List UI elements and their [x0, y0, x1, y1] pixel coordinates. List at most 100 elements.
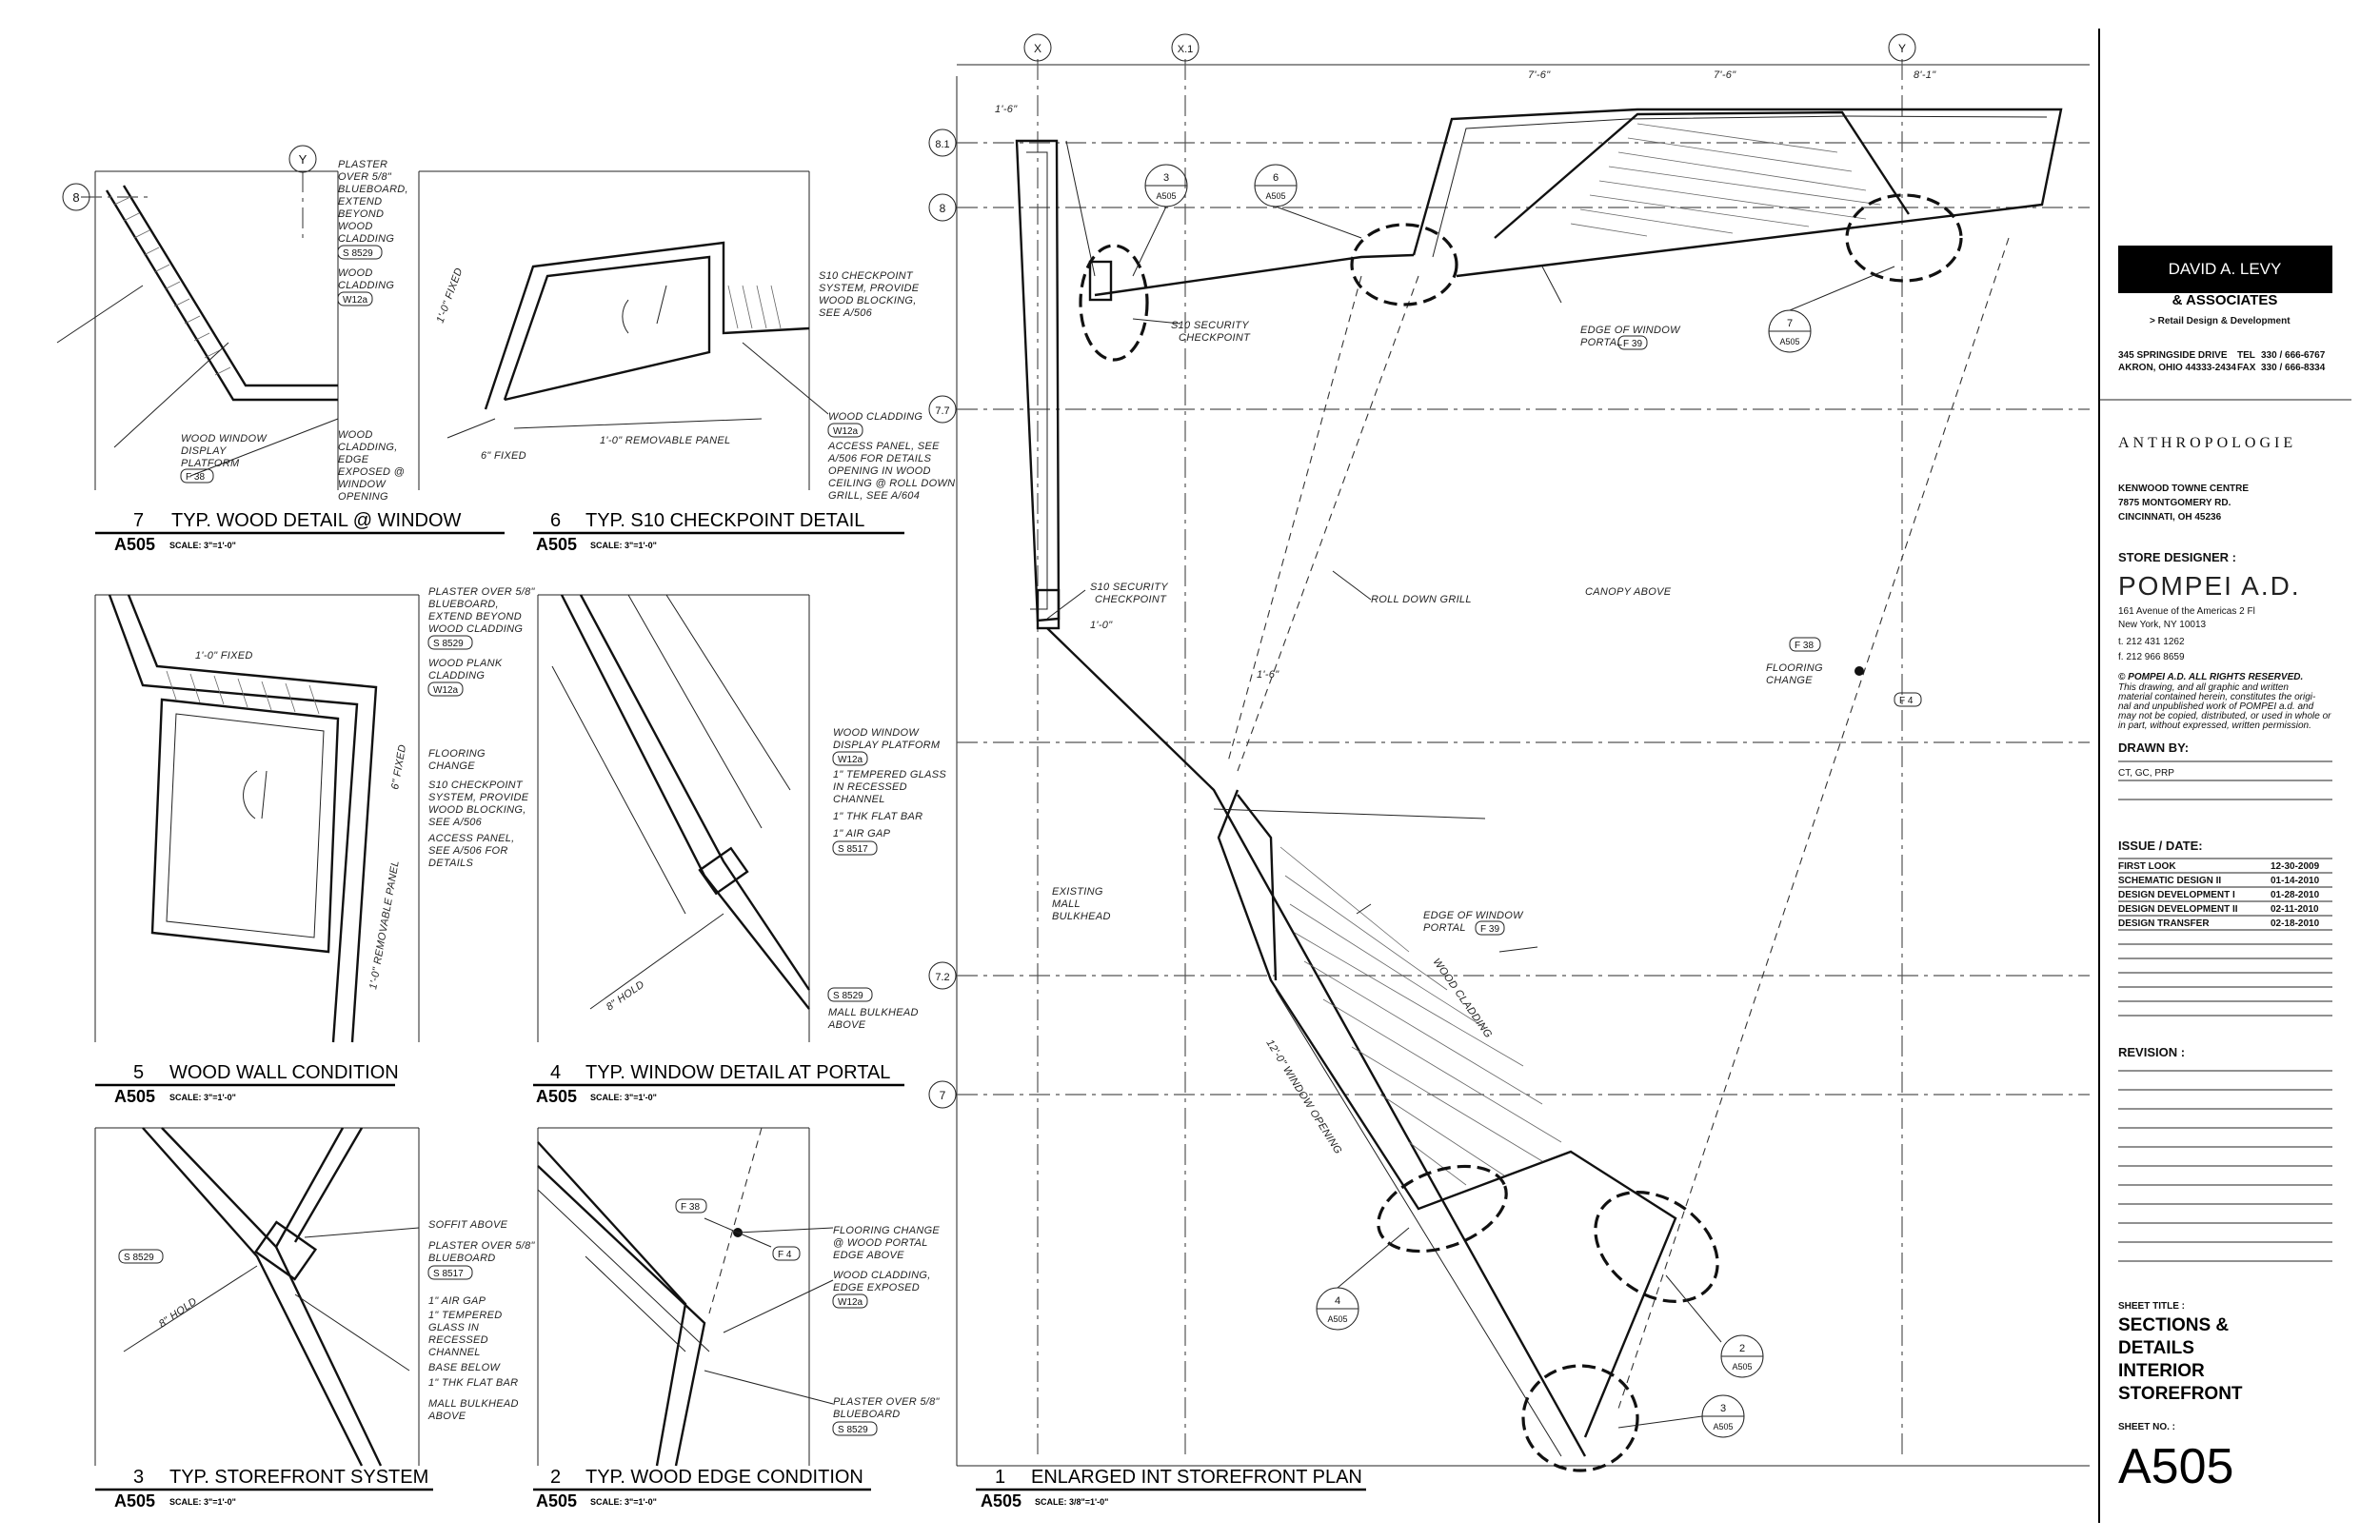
- detail-1-plan: 7'-6" 7'-6" 8'-1" X X.1 Y 8.1 8 7.7 7.2 …: [928, 33, 2090, 1510]
- detail-title: ENLARGED INT STOREFRONT PLAN: [1031, 1467, 1362, 1488]
- note: BLUEBOARD: [428, 1253, 496, 1264]
- tag-text: F 38: [186, 472, 205, 483]
- hatch: [727, 285, 782, 329]
- detail-number: 6: [550, 510, 561, 531]
- sheet-ref: A505: [536, 1087, 577, 1106]
- material-tag: [832, 1293, 868, 1309]
- detail-title: TYP. WOOD EDGE CONDITION: [585, 1467, 863, 1488]
- note: SOFFIT ABOVE: [428, 1219, 508, 1231]
- material-tag: [827, 423, 863, 438]
- revision-label: REVISION :: [2118, 1045, 2185, 1059]
- scale-note: SCALE: 3"=1'-0": [590, 1093, 657, 1102]
- grid-bubble: [288, 145, 317, 173]
- callout-sheet: A505: [1265, 191, 1285, 201]
- note: SEE A/506: [819, 307, 873, 319]
- sheet-ref: A505: [536, 1491, 577, 1510]
- wall-outline: [503, 255, 711, 402]
- tag-text: F 39: [1623, 339, 1642, 349]
- wall-outline: [161, 1127, 383, 1467]
- revision-cloud: [1594, 1191, 1719, 1303]
- wall-outline: [579, 594, 810, 991]
- wall-outline: [537, 1141, 687, 1467]
- sheet-number: A505: [2118, 1439, 2233, 1494]
- note: GLASS IN: [428, 1322, 479, 1333]
- leader: [704, 1217, 834, 1405]
- flooring-change-line: [708, 1127, 763, 1314]
- wall-outline: [105, 189, 338, 402]
- dim-text: 1'-0" REMOVABLE PANEL: [367, 859, 402, 990]
- note: FLOORING CHANGE: [833, 1225, 940, 1236]
- note: PLASTER: [338, 159, 387, 170]
- issue-name: DESIGN TRANSFER: [2118, 918, 2210, 929]
- note: DETAILS: [428, 858, 473, 869]
- note: 1" AIR GAP: [428, 1295, 486, 1307]
- note: CLADDING,: [338, 442, 398, 453]
- legal-text: This drawing, and all graphic and writte…: [2118, 682, 2289, 693]
- sheet-no-label: SHEET NO. :: [2118, 1422, 2175, 1432]
- tag-text: W12a: [838, 755, 863, 765]
- lower-storefront-wall: [1046, 627, 1587, 1457]
- callout-number: 2: [1739, 1343, 1745, 1354]
- note: WOOD: [338, 221, 373, 232]
- wall-outline: [484, 241, 810, 410]
- hatch: [113, 197, 231, 376]
- note: MALL: [1052, 898, 1081, 910]
- tag-text: F 38: [681, 1202, 700, 1213]
- firm-address: AKRON, OHIO 44333-2434: [2118, 363, 2236, 373]
- note: SYSTEM, PROVIDE: [428, 792, 529, 803]
- note: WOOD: [338, 267, 373, 279]
- note: BEYOND: [338, 208, 384, 220]
- tag-text: S 8529: [838, 1425, 868, 1435]
- note: CANOPY ABOVE: [1585, 586, 1672, 598]
- detail-3: S 8529 SOFFIT ABOVE PLASTER OVER 5/8" BL…: [94, 1127, 535, 1510]
- note: EDGE OF WINDOW: [1580, 325, 1681, 336]
- tag-text: S 8529: [833, 991, 863, 1001]
- note: PORTAL: [1580, 337, 1623, 348]
- designer-name: POMPEI A.D.: [2118, 571, 2301, 601]
- scale-note: SCALE: 3/8"=1'-0": [1035, 1497, 1108, 1507]
- window-portal: [1494, 110, 1911, 239]
- note: @ WOOD PORTAL: [833, 1237, 928, 1249]
- note: ACCESS PANEL, SEE: [827, 441, 940, 452]
- roll-down-grill-line: [1227, 275, 1362, 762]
- tag-text: F 4: [1899, 696, 1914, 706]
- note: WOOD BLOCKING,: [428, 804, 526, 816]
- material-tag: [1475, 920, 1505, 936]
- dim-text: 8" HOLD: [157, 1295, 199, 1330]
- location: CINCINNATI, OH 45236: [2118, 512, 2222, 523]
- note: 1" AIR GAP: [833, 828, 891, 839]
- note: CHANGE: [428, 760, 475, 772]
- canopy-line: [1237, 275, 1419, 772]
- grid-bubble: [1023, 33, 1052, 62]
- wall-outline: [537, 1165, 706, 1467]
- note: CEILING @ ROLL DOWN: [828, 478, 955, 489]
- tag-text: W12a: [343, 295, 368, 306]
- dimension: [589, 913, 724, 1010]
- dim-text: 1'-6": [1257, 669, 1279, 681]
- note: SEE A/506: [428, 817, 483, 828]
- detail-title: TYP. WOOD DETAIL @ WINDOW: [171, 510, 462, 531]
- note: WOOD CLADDING,: [833, 1270, 931, 1281]
- detail-7: 8 Y PLASTER OVER 5/8" BLUEBOARD, EXTEND …: [56, 145, 505, 554]
- note: PORTAL: [1423, 922, 1466, 934]
- material-tag: [337, 291, 373, 306]
- material-tag: [1617, 335, 1648, 350]
- firm-tagline: > Retail Design & Development: [2150, 316, 2291, 326]
- checkpoint: [622, 285, 667, 334]
- tag-text: W12a: [838, 1297, 863, 1308]
- note: EXTEND: [338, 196, 382, 207]
- grid-bubble: [928, 193, 957, 222]
- sheet-title: STOREFRONT: [2118, 1384, 2243, 1404]
- callout-sheet: A505: [1779, 337, 1799, 346]
- dim-text: 6" FIXED: [389, 743, 408, 790]
- glass-line: [551, 594, 791, 915]
- wall-outline: [150, 698, 340, 954]
- firm-logo-bg: [2118, 246, 2332, 293]
- note: BLUEBOARD,: [338, 184, 408, 195]
- detail-title: TYP. STOREFRONT SYSTEM: [169, 1467, 428, 1488]
- material-tag: [827, 987, 873, 1002]
- note: CHECKPOINT: [1179, 332, 1251, 344]
- note: S10 SECURITY: [1171, 320, 1249, 331]
- grid-bubble-label: 7.7: [935, 405, 949, 417]
- note: ABOVE: [427, 1411, 466, 1422]
